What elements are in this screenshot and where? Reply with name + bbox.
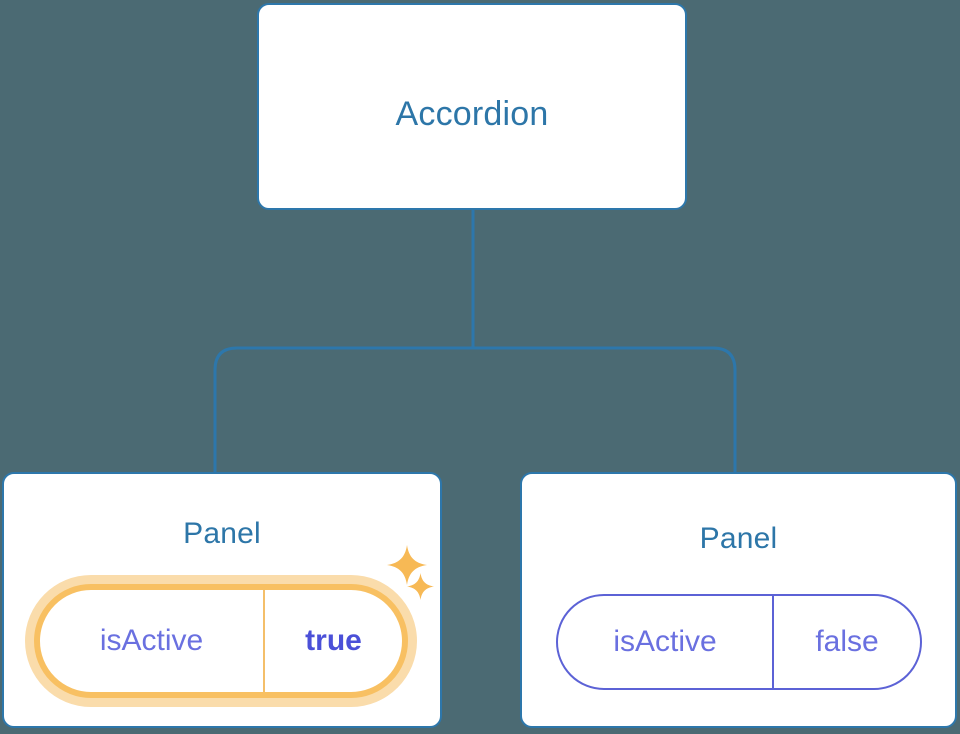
prop-value-label: false (772, 596, 920, 688)
prop-pill-isactive-true[interactable]: isActive true (34, 584, 408, 698)
prop-key-label: isActive (99, 624, 204, 657)
prop-key-label: isActive (613, 625, 717, 658)
connector-branch-bus (213, 346, 737, 472)
node-panel-left-title: Panel (183, 517, 261, 550)
prop-value-label: true (263, 590, 402, 692)
node-accordion-title: Accordion (395, 95, 549, 133)
prop-pill-isactive-false[interactable]: isActive false (556, 594, 922, 690)
node-accordion[interactable]: Accordion (257, 3, 687, 210)
node-panel-right-title: Panel (699, 522, 778, 555)
